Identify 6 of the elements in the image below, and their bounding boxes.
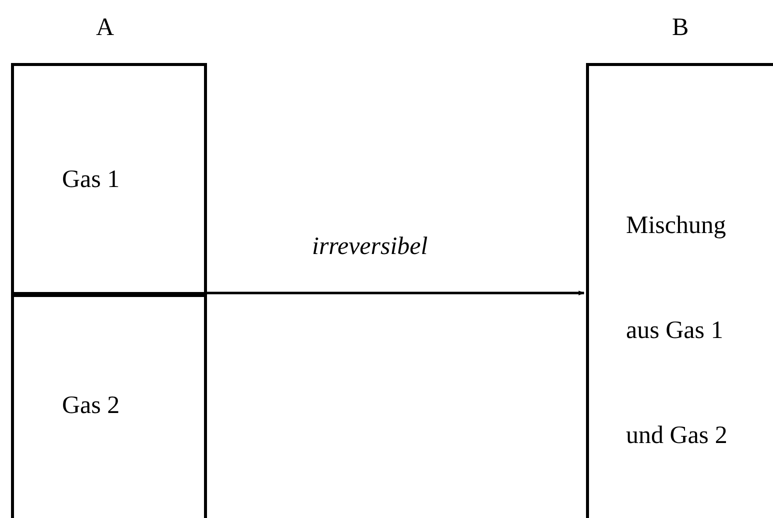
gas-label: Gas 2 (62, 392, 120, 420)
gas-label: Gas 1 (62, 166, 120, 194)
arrow (207, 290, 585, 296)
container-label: B (672, 14, 689, 42)
gas-label: Mischung aus Gas 1 und Gas 2 (626, 211, 728, 451)
container-label: A (96, 14, 114, 42)
